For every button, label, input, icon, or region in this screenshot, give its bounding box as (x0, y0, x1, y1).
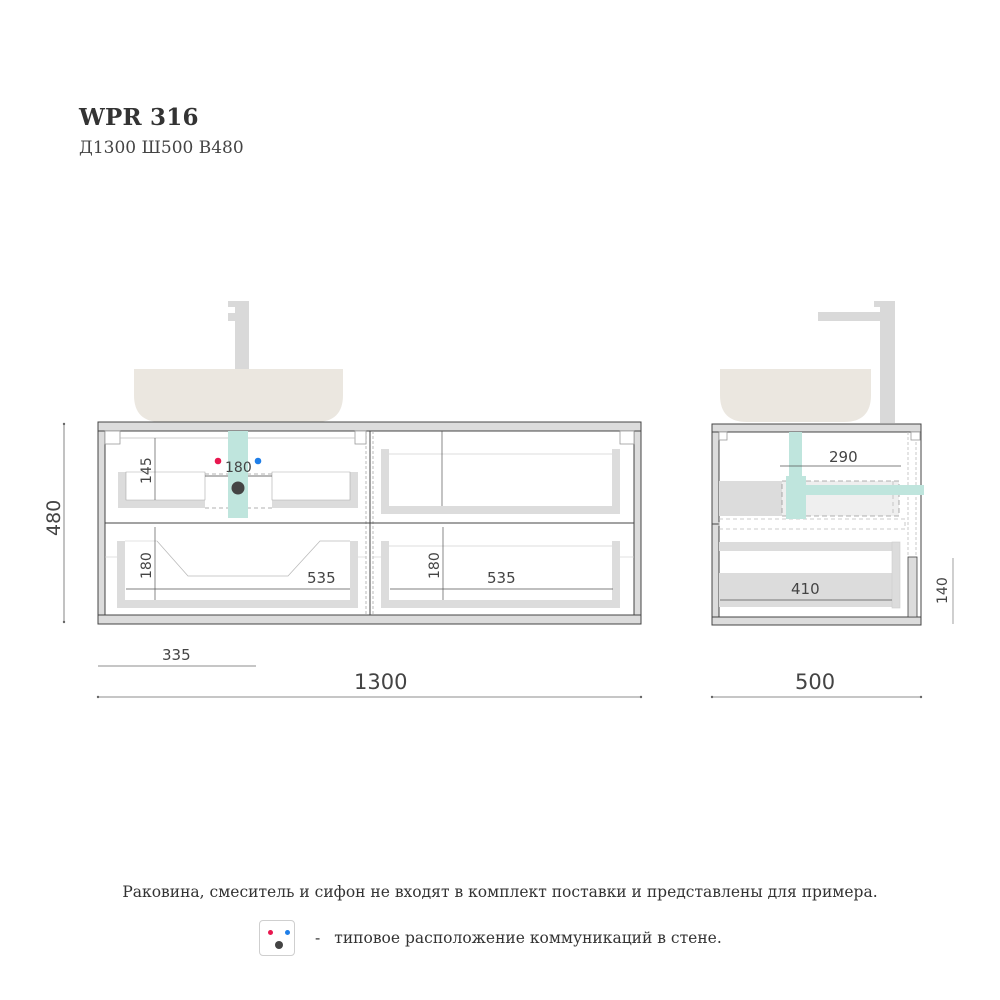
faucet-side (818, 301, 895, 423)
bottom-left-drawer (105, 527, 366, 608)
bottom-drawer-depth-label: 410 (791, 580, 820, 598)
bottom-right-width-label: 535 (487, 569, 516, 587)
legend-dash: - (315, 929, 321, 947)
communications-legend: - типовое расположение коммуникаций в ст… (259, 919, 722, 957)
top-right-drawer (381, 431, 620, 514)
countertop-front (97, 421, 642, 432)
bottom-left-height-label: 180 (139, 552, 155, 579)
faucet-front (228, 301, 249, 369)
depth-dim-label: 500 (795, 670, 835, 694)
disclaimer-note: Раковина, смеситель и сифон не входят в … (122, 883, 878, 901)
top-left-drawer (118, 431, 358, 518)
drain-icon (231, 481, 245, 495)
sink-offset-label: 335 (162, 646, 191, 664)
basin-side (720, 369, 871, 422)
height-dim-label: 480 (43, 500, 65, 536)
communications-icon (259, 920, 295, 956)
plinth-height-label: 140 (935, 577, 951, 604)
top-drawer-height-label: 145 (139, 457, 155, 484)
siphon-side (786, 432, 924, 519)
hot-water-icon (214, 457, 222, 465)
top-drawer-depth-label: 290 (829, 448, 858, 466)
cutout-width-label: 180 (225, 460, 252, 476)
drain-icon (275, 941, 283, 949)
model-dimensions: Д1300 Ш500 В480 (79, 138, 244, 158)
model-title: WPR 316 (79, 104, 199, 131)
bottom-right-height-label: 180 (427, 552, 443, 579)
bottom-panel-front (97, 614, 642, 625)
cold-water-icon (285, 930, 290, 935)
siphon-front (228, 431, 248, 518)
cold-water-icon (254, 457, 262, 465)
bottom-left-width-label: 535 (307, 569, 336, 587)
legend-description: типовое расположение коммуникаций в стен… (334, 929, 722, 947)
side-view (710, 301, 954, 699)
front-view (62, 301, 643, 699)
overall-width-label: 1300 (354, 670, 407, 694)
hot-water-icon (268, 930, 273, 935)
basin-front (134, 369, 343, 422)
bottom-right-drawer (373, 527, 634, 608)
